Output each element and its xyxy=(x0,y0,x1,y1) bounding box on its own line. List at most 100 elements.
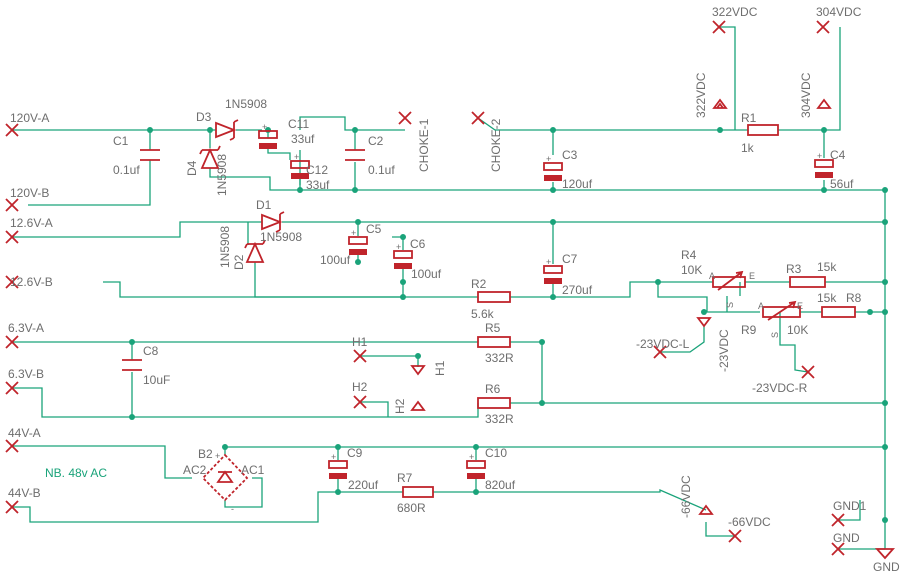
svg-text:+: + xyxy=(469,452,474,462)
diode-d3 xyxy=(215,119,239,141)
cross-44v-b xyxy=(5,500,19,514)
diodes xyxy=(199,119,285,263)
supply-m66-symbol xyxy=(698,504,714,515)
capacitor-c4: + xyxy=(814,151,834,178)
net-labels: 120V-A 120V-B 12.6V-A 12.6V-B 6.3V-A 6.3… xyxy=(8,5,900,574)
label-c10-value: 820uf xyxy=(485,478,516,492)
label-c11: C11 xyxy=(288,117,309,131)
label-r5: R5 xyxy=(485,321,501,335)
label-c7-value: 270uf xyxy=(562,283,593,297)
svg-text:+: + xyxy=(262,122,267,132)
label-c1: C1 xyxy=(113,134,129,148)
label-r3-value: 15k xyxy=(817,260,837,274)
note-48v-ac: NB. 48v AC xyxy=(45,466,107,480)
label-c12-value: 33uf xyxy=(306,178,330,192)
potentiometer-r9 xyxy=(762,300,801,321)
label-d4-value: 1N5908 xyxy=(215,154,229,196)
label-c8: C8 xyxy=(143,344,159,358)
h2-symbol xyxy=(410,400,426,411)
label-c11-value: 33uf xyxy=(291,132,315,146)
label-d2: D2 xyxy=(232,254,246,270)
label-h1-vertical: H1 xyxy=(433,360,447,376)
label-r8: R8 xyxy=(846,291,862,305)
net-6v3-b: 6.3V-B xyxy=(8,367,44,381)
label-d2-value: 1N5908 xyxy=(218,226,232,268)
label-b2-plus: + xyxy=(215,451,220,461)
wires xyxy=(12,26,886,550)
label-h1: H1 xyxy=(352,335,368,349)
supply-m23-symbol xyxy=(696,317,712,328)
net-choke-1: CHOKE-1 xyxy=(417,118,431,172)
label-c4-value: 56uf xyxy=(830,177,854,191)
label-r1-value: 1k xyxy=(741,141,755,155)
net-m66-vertical: -66VDC xyxy=(679,475,693,518)
label-r4: R4 xyxy=(681,248,697,262)
diode-d2 xyxy=(244,239,266,263)
label-r7: R7 xyxy=(397,471,413,485)
capacitor-c12: + xyxy=(290,152,310,179)
cross-choke-1 xyxy=(398,111,412,125)
label-r9-pin-s: S xyxy=(770,332,780,338)
capacitor-c5: + xyxy=(348,228,368,255)
net-gnd: GND xyxy=(833,531,860,545)
cross-304vdc xyxy=(816,20,830,34)
cross-120v-a xyxy=(5,123,19,137)
label-c12: C12 xyxy=(306,163,328,177)
cross-m66 xyxy=(728,529,742,543)
net-m23l: -23VDC-L xyxy=(636,337,690,351)
cross-12v6-b xyxy=(5,275,19,289)
net-304vdc-vertical: 304VDC xyxy=(799,72,813,118)
cross-m23l xyxy=(653,345,667,359)
cross-120v-b xyxy=(5,198,19,212)
label-c1-value: 0.1uf xyxy=(113,163,140,177)
label-r5-value: 332R xyxy=(485,351,514,365)
component-labels: C1 0.1uf C2 0.1uf D3 1N5908 D4 1N5908 C1… xyxy=(113,97,862,515)
resistor-r2 xyxy=(477,291,511,303)
cross-6v3-b xyxy=(5,381,19,395)
label-d1-value: 1N5908 xyxy=(260,230,302,244)
net-gnd-symbol: GND xyxy=(873,560,900,574)
svg-text:+: + xyxy=(351,228,356,238)
net-120v-a: 120V-A xyxy=(10,111,49,125)
label-ac1: AC1 xyxy=(241,463,265,477)
label-h2-vertical: H2 xyxy=(393,398,407,414)
net-12v6-b: 12.6V-B xyxy=(10,275,53,289)
net-m23r: -23VDC-R xyxy=(752,381,808,395)
cross-12v6-a xyxy=(5,230,19,244)
svg-text:+: + xyxy=(546,257,551,267)
label-d3: D3 xyxy=(196,110,212,124)
gnd-symbol xyxy=(874,548,896,560)
cross-gnd1 xyxy=(831,513,845,527)
label-r9-pin-a: A xyxy=(758,301,764,311)
resistor-r3 xyxy=(789,276,826,288)
capacitor-c1 xyxy=(140,149,160,161)
label-r4-pin-e: E xyxy=(749,271,755,281)
net-12v6-a: 12.6V-A xyxy=(10,216,53,230)
net-322vdc: 322VDC xyxy=(712,5,758,19)
svg-text:+: + xyxy=(294,152,299,162)
potentiometer-r4 xyxy=(712,270,746,291)
label-r9: R9 xyxy=(741,323,757,337)
cross-6v3-a xyxy=(5,335,19,349)
resistor-r1 xyxy=(747,124,779,136)
net-322vdc-vertical: 322VDC xyxy=(694,72,708,118)
label-b2-minus: - xyxy=(231,504,234,514)
label-r6-value: 332R xyxy=(485,412,514,426)
net-choke-2: CHOKE-2 xyxy=(489,118,503,172)
label-r7-value: 680R xyxy=(397,501,426,515)
resistor-r6 xyxy=(477,397,511,409)
net-m23: -23VDC xyxy=(717,329,731,372)
label-d3-value: 1N5908 xyxy=(225,97,267,111)
label-c6-value: 100uf xyxy=(411,267,442,281)
label-c9: C9 xyxy=(347,446,363,460)
connection-markers xyxy=(5,20,845,556)
resistor-r5 xyxy=(477,336,511,348)
label-c7: C7 xyxy=(562,252,578,266)
label-c5-value: 100uf xyxy=(320,253,351,267)
label-r9-value: 10K xyxy=(787,323,808,337)
supply-symbols xyxy=(410,98,896,560)
label-c2-value: 0.1uf xyxy=(368,163,395,177)
label-d4: D4 xyxy=(185,160,199,176)
capacitor-c3: + xyxy=(543,154,563,181)
h1-symbol xyxy=(410,365,426,376)
